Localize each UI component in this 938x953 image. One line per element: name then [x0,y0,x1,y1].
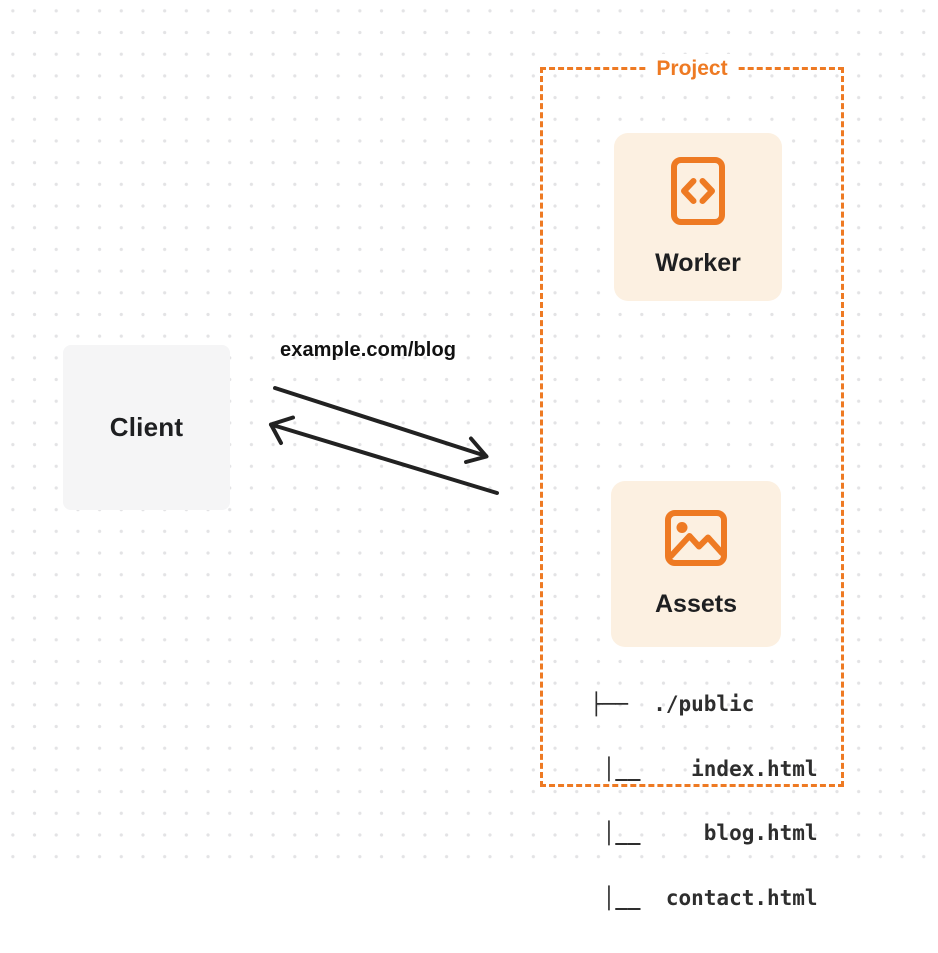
tree-line-public: ├── ./public [590,692,755,716]
worker-node: Worker [614,133,782,301]
project-boundary: Project Worker Assets ├─ [540,54,844,908]
tree-line-blog: │__ blog.html [590,821,818,845]
client-label: Client [109,412,184,442]
project-label: Project [647,54,737,84]
assets-label: Assets [655,589,737,618]
tree-line-index: │__ index.html [590,756,818,781]
client-node: Client [63,345,230,510]
image-icon [665,509,727,566]
tree-line-contact: │__ contact.html [590,885,818,910]
assets-file-tree: ├── ./public │__ index.html │__ blog.htm… [590,651,818,952]
code-document-icon [671,156,725,225]
request-arrow [273,386,489,464]
request-url-label: example.com/blog [280,339,457,361]
response-arrow [269,415,499,495]
diagram-canvas: Client example.com/blog Project Worker [0,0,938,908]
assets-node: Assets [611,481,781,647]
worker-label: Worker [655,248,741,277]
